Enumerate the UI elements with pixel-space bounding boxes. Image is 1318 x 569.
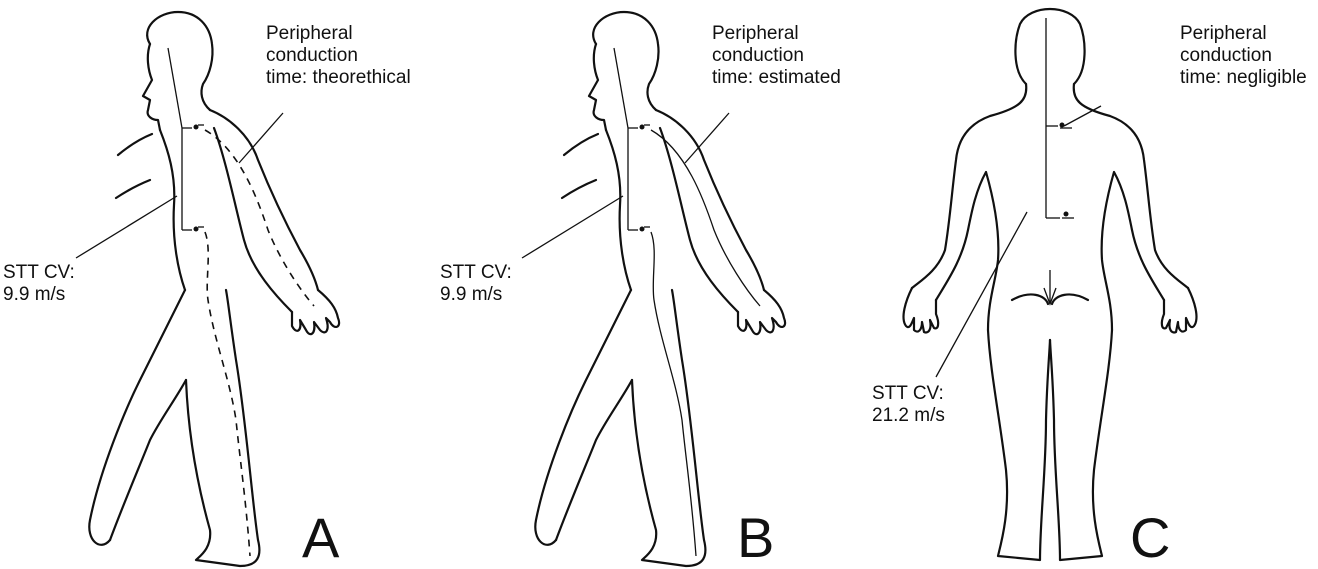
walking-figure-a <box>76 12 339 566</box>
stt-label-line: STT CV: <box>872 383 945 405</box>
peripheral-label-line: conduction <box>712 45 841 67</box>
panel-letter-a: A <box>302 510 339 566</box>
electrode-lower-c <box>1046 212 1074 219</box>
peripheral-label-line: Peripheral <box>266 23 411 45</box>
peripheral-label-line: Peripheral <box>712 23 841 45</box>
peripheral-label-line: time: negligible <box>1180 67 1307 89</box>
stt-label-b: STT CV: 9.9 m/s <box>440 262 512 306</box>
electrode-lower-a <box>182 227 204 232</box>
panel-letter-c: C <box>1130 510 1170 566</box>
stt-label-line: 21.2 m/s <box>872 405 945 427</box>
peripheral-label-c: Peripheral conduction time: negligible <box>1180 23 1307 89</box>
stt-label-a: STT CV: 9.9 m/s <box>3 262 75 306</box>
stt-label-line: 9.9 m/s <box>3 284 75 306</box>
walking-figure-b <box>522 12 785 566</box>
peripheral-label-line: time: theorethical <box>266 67 411 89</box>
standing-figure-c <box>904 9 1197 560</box>
stt-label-line: STT CV: <box>440 262 512 284</box>
peripheral-label-b: Peripheral conduction time: estimated <box>712 23 841 89</box>
peripheral-label-line: time: estimated <box>712 67 841 89</box>
peripheral-label-line: conduction <box>266 45 411 67</box>
stt-label-c: STT CV: 21.2 m/s <box>872 383 945 427</box>
electrode-lower-b <box>628 227 650 232</box>
stt-label-line: 9.9 m/s <box>440 284 512 306</box>
peripheral-label-line: Peripheral <box>1180 23 1307 45</box>
electrode-upper-a <box>182 125 204 130</box>
stt-label-line: STT CV: <box>3 262 75 284</box>
electrode-upper-b <box>628 125 650 130</box>
panel-letter-b: B <box>737 510 774 566</box>
peripheral-label-line: conduction <box>1180 45 1307 67</box>
peripheral-label-a: Peripheral conduction time: theorethical <box>266 23 411 89</box>
